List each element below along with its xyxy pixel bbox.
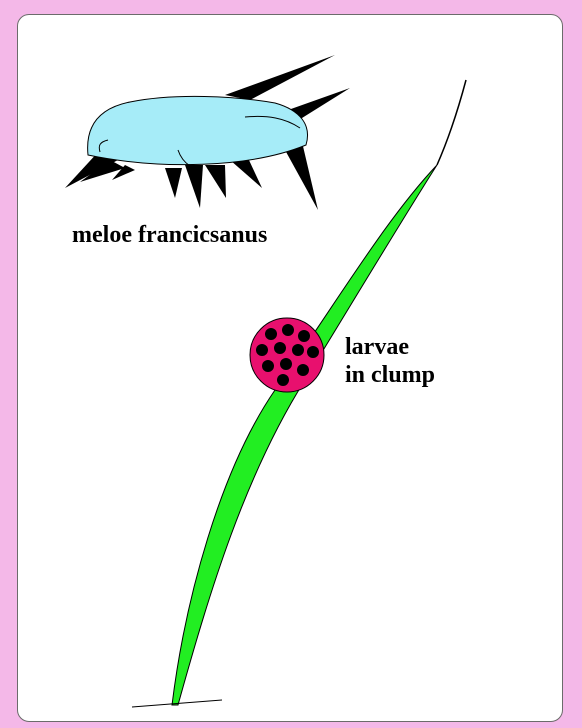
grass-blade-tip (437, 80, 466, 165)
larva-dot (307, 346, 319, 358)
larvae-label-line-2: in clump (345, 361, 435, 389)
larva-dot (297, 364, 309, 376)
beetle-leg-7 (230, 158, 262, 188)
beetle-leg-5 (185, 165, 203, 208)
larva-dot (277, 374, 289, 386)
beetle-leg-8 (285, 142, 318, 210)
larva-dot (265, 328, 277, 340)
beetle-leg-6 (205, 165, 226, 198)
larva-dot (292, 344, 304, 356)
larva-dot (280, 358, 292, 370)
larva-dot (282, 324, 294, 336)
larva-dot (274, 342, 286, 354)
larvae-label-line-1: larvae (345, 333, 435, 361)
larvae-label: larvae in clump (345, 333, 435, 389)
larva-dot (298, 330, 310, 342)
beetle (65, 55, 350, 210)
larva-dot (256, 344, 268, 356)
beetle-body (88, 96, 308, 164)
beetle-leg-back-1 (225, 55, 335, 100)
beetle-leg-4 (165, 168, 182, 198)
larva-dot (262, 360, 274, 372)
larvae-clump (250, 318, 324, 392)
beetle-label: meloe francicsanus (72, 221, 267, 249)
